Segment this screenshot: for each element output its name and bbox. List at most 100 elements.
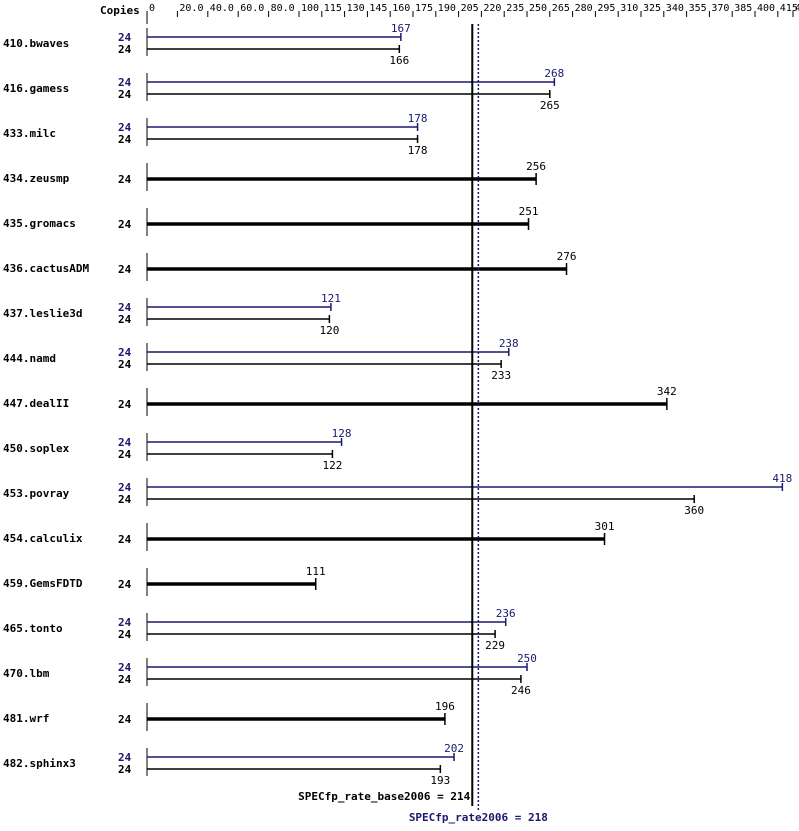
x-tick-label: 115 bbox=[324, 3, 342, 14]
copies-header: Copies bbox=[100, 4, 140, 17]
base-value-label: 166 bbox=[389, 54, 409, 67]
base-value-label: 178 bbox=[408, 144, 428, 157]
peak-copies: 24 bbox=[118, 481, 132, 494]
base-copies: 24 bbox=[118, 578, 132, 591]
benchmark-name: 437.leslie3d bbox=[3, 307, 82, 320]
x-tick-label: 205 bbox=[461, 3, 479, 14]
benchmark-name: 433.milc bbox=[3, 127, 56, 140]
x-tick-label: 130 bbox=[347, 3, 365, 14]
x-tick-label: 310 bbox=[620, 3, 638, 14]
x-tick-label: 235 bbox=[506, 3, 524, 14]
peak-value-label: 128 bbox=[332, 427, 352, 440]
x-tick-label: 385 bbox=[734, 3, 752, 14]
base-copies: 24 bbox=[118, 398, 132, 411]
base-copies: 24 bbox=[118, 533, 132, 546]
x-tick-label: 325 bbox=[643, 3, 661, 14]
base-value-label: 229 bbox=[485, 639, 505, 652]
peak-copies: 24 bbox=[118, 301, 132, 314]
peak-copies: 24 bbox=[118, 436, 132, 449]
x-tick-label: 220 bbox=[483, 3, 501, 14]
peak-value-label: 268 bbox=[544, 67, 564, 80]
x-tick-label: 40.0 bbox=[210, 3, 234, 14]
peak-copies: 24 bbox=[118, 661, 132, 674]
peak-copies: 24 bbox=[118, 346, 132, 359]
peak-value-label: 250 bbox=[517, 652, 537, 665]
benchmark-name: 465.tonto bbox=[3, 622, 63, 635]
base-value-label: 111 bbox=[306, 565, 326, 578]
x-tick-label: 265 bbox=[552, 3, 570, 14]
base-copies: 24 bbox=[118, 313, 132, 326]
x-tick-label: 370 bbox=[711, 3, 729, 14]
base-value-label: 233 bbox=[491, 369, 511, 382]
peak-copies: 24 bbox=[118, 616, 132, 629]
peak-value-label: 238 bbox=[499, 337, 519, 350]
base-copies: 24 bbox=[118, 673, 132, 686]
x-tick-label: 175 bbox=[415, 3, 433, 14]
peak-copies: 24 bbox=[118, 76, 132, 89]
x-tick-label: 145 bbox=[369, 3, 387, 14]
base-copies: 24 bbox=[118, 448, 132, 461]
x-tick-label: 160 bbox=[392, 3, 410, 14]
benchmark-name: 453.povray bbox=[3, 487, 70, 500]
base-value-label: 301 bbox=[595, 520, 615, 533]
base-value-label: 196 bbox=[435, 700, 455, 713]
benchmark-name: 459.GemsFDTD bbox=[3, 577, 83, 590]
base-copies: 24 bbox=[118, 218, 132, 231]
base-value-label: 120 bbox=[319, 324, 339, 337]
x-tick-label: 60.0 bbox=[240, 3, 264, 14]
base-value-label: 360 bbox=[684, 504, 704, 517]
base-value-label: 193 bbox=[430, 774, 450, 787]
x-tick-label: 250 bbox=[529, 3, 547, 14]
peak-value-label: 236 bbox=[496, 607, 516, 620]
x-tick-label: 425 bbox=[795, 3, 799, 14]
base-copies: 24 bbox=[118, 88, 132, 101]
peak-copies: 24 bbox=[118, 31, 132, 44]
x-tick-label: 20.0 bbox=[179, 3, 203, 14]
summary-lines: SPECfp_rate_base2006 = 214SPECfp_rate200… bbox=[298, 24, 548, 824]
x-tick-label: 415 bbox=[780, 3, 798, 14]
base-value-label: 276 bbox=[557, 250, 577, 263]
base-copies: 24 bbox=[118, 133, 132, 146]
base-copies: 24 bbox=[118, 763, 132, 776]
base-value-label: 122 bbox=[323, 459, 343, 472]
base-value-label: 256 bbox=[526, 160, 546, 173]
x-tick-label: 190 bbox=[438, 3, 456, 14]
peak-value-label: 178 bbox=[408, 112, 428, 125]
benchmark-name: 470.lbm bbox=[3, 667, 50, 680]
x-tick-label: 340 bbox=[666, 3, 684, 14]
base-copies: 24 bbox=[118, 358, 132, 371]
base-copies: 24 bbox=[118, 43, 132, 56]
base-value-label: 246 bbox=[511, 684, 531, 697]
base-summary-label: SPECfp_rate_base2006 = 214 bbox=[298, 790, 471, 803]
base-copies: 24 bbox=[118, 713, 132, 726]
benchmark-name: 434.zeusmp bbox=[3, 172, 70, 185]
x-tick-label: 280 bbox=[575, 3, 593, 14]
benchmark-name: 447.dealII bbox=[3, 397, 69, 410]
x-tick-label: 355 bbox=[689, 3, 707, 14]
peak-value-label: 202 bbox=[444, 742, 464, 755]
benchmark-row: 459.GemsFDTD 24 111 bbox=[3, 565, 326, 596]
peak-value-label: 121 bbox=[321, 292, 341, 305]
benchmark-name: 410.bwaves bbox=[3, 37, 69, 50]
benchmark-name: 435.gromacs bbox=[3, 217, 76, 230]
x-tick-label: 80.0 bbox=[271, 3, 295, 14]
base-copies: 24 bbox=[118, 628, 132, 641]
benchmark-name: 450.soplex bbox=[3, 442, 70, 455]
benchmark-name: 482.sphinx3 bbox=[3, 757, 76, 770]
